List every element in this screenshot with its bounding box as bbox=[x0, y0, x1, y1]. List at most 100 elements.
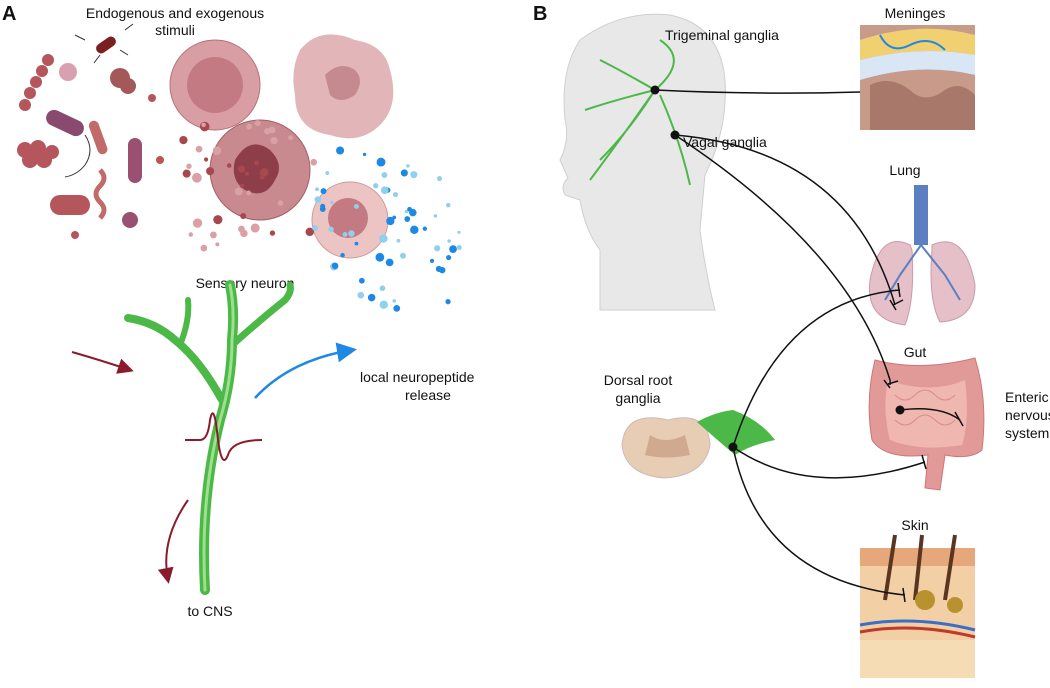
sensory-neuron-label: Sensory neuron bbox=[196, 275, 295, 291]
stimulus-particle bbox=[215, 242, 220, 247]
neuropeptide-particle bbox=[314, 196, 322, 203]
stimulus-particle bbox=[188, 232, 194, 237]
neuropeptide-particle bbox=[367, 293, 376, 302]
stimulus-particle bbox=[192, 218, 203, 228]
stimulus-particle bbox=[246, 190, 252, 196]
neuropeptide-particle bbox=[373, 183, 379, 189]
neuropeptide-particle bbox=[392, 192, 399, 198]
head-illustration bbox=[559, 13, 726, 311]
neuropeptide-particle bbox=[449, 245, 457, 253]
enteric-label-line1: Enteric bbox=[1005, 389, 1049, 405]
stimulus-arrow bbox=[71, 351, 134, 374]
neuropeptide-particle bbox=[375, 252, 385, 262]
neuropeptide-particle bbox=[400, 169, 408, 177]
enteric-label-line3: system bbox=[1005, 425, 1049, 441]
neuropeptide-particle bbox=[354, 241, 359, 246]
panel-b-letter: B bbox=[533, 3, 547, 25]
immune-cells-illustration bbox=[169, 34, 394, 259]
stimulus-particle bbox=[182, 169, 191, 178]
neuropeptide-particle bbox=[422, 226, 428, 231]
neuropeptide-particle bbox=[433, 214, 438, 218]
stimulus-particle bbox=[250, 223, 260, 233]
stimulus-particle bbox=[254, 160, 260, 166]
microbes-illustration bbox=[17, 23, 164, 239]
neuropeptide-particle bbox=[358, 277, 365, 284]
release-label-line1: local neuropeptide bbox=[360, 369, 475, 385]
neuropeptide-particle bbox=[392, 299, 396, 303]
enteric-label-line2: nervous bbox=[1005, 407, 1050, 423]
stimulus-particle bbox=[244, 171, 249, 176]
stimulus-particle bbox=[192, 172, 202, 183]
neuropeptide-particle bbox=[439, 266, 446, 274]
lung-label: Lung bbox=[889, 162, 920, 178]
neuropeptide-particle bbox=[437, 176, 443, 182]
stimulus-particle bbox=[254, 120, 261, 127]
neuropeptide-particle bbox=[407, 206, 412, 212]
stimulus-particle bbox=[270, 136, 278, 145]
neuropeptide-particle bbox=[340, 253, 345, 258]
neuropeptide-particle bbox=[336, 146, 345, 155]
gut-label: Gut bbox=[904, 344, 927, 360]
neuropeptide-particle bbox=[393, 304, 401, 312]
neuropeptide-particle bbox=[379, 300, 388, 309]
cranial-nerves bbox=[584, 39, 691, 186]
neuropeptide-particle bbox=[396, 238, 401, 243]
stimulus-particle bbox=[264, 128, 271, 135]
neuropeptide-particle bbox=[331, 262, 339, 270]
drg-label-line2: ganglia bbox=[615, 390, 660, 406]
neuropeptide-particle bbox=[325, 171, 330, 175]
neuropeptide-particle bbox=[385, 258, 394, 267]
skin-label: Skin bbox=[901, 517, 928, 533]
stimulus-particle bbox=[179, 135, 188, 145]
stimulus-particle bbox=[234, 187, 243, 196]
neuropeptide-particle bbox=[456, 244, 462, 250]
panel-a-letter: A bbox=[2, 3, 16, 25]
innervation-connectors bbox=[654, 89, 964, 603]
neuropeptide-particle bbox=[445, 299, 451, 305]
neuropeptide-particle bbox=[446, 202, 451, 208]
neuropeptide-particle bbox=[434, 245, 441, 252]
stimulus-particle bbox=[240, 229, 248, 238]
neuropeptide-particle bbox=[353, 203, 359, 209]
neuropeptide-particle bbox=[342, 231, 348, 237]
trigeminal-label: Trigeminal ganglia bbox=[665, 27, 779, 43]
stimulus-particle bbox=[195, 145, 203, 153]
neuropeptide-particle bbox=[315, 187, 319, 192]
stimulus-particle bbox=[305, 227, 315, 237]
neuropeptide-particle bbox=[320, 203, 326, 209]
stimulus-particle bbox=[277, 200, 284, 206]
neuropeptide-particle bbox=[406, 164, 410, 168]
stimulus-particle bbox=[259, 175, 265, 180]
neuropeptide-particle bbox=[379, 234, 388, 243]
stimulus-particle bbox=[260, 167, 269, 177]
stimulus-particle bbox=[237, 165, 246, 173]
release-arrow bbox=[254, 342, 357, 399]
neuropeptide-particle bbox=[410, 225, 419, 235]
neuropeptide-particle bbox=[348, 230, 355, 237]
skin-illustration bbox=[859, 534, 976, 678]
neuropeptide-particle bbox=[399, 252, 406, 259]
to-cns-arrow bbox=[157, 499, 189, 584]
stimulus-particle bbox=[200, 244, 208, 252]
stimuli-label-line1: Endogenous and exogenous bbox=[86, 5, 264, 21]
stimulus-particle bbox=[212, 146, 222, 155]
drg-label-line1: Dorsal root bbox=[604, 372, 673, 388]
neuropeptide-particle bbox=[312, 225, 318, 231]
lung-illustration bbox=[868, 185, 976, 326]
stimuli-label-line2: stimuli bbox=[155, 22, 195, 38]
release-label-line2: release bbox=[405, 387, 451, 403]
neuropeptide-particle bbox=[457, 230, 461, 234]
stimulus-particle bbox=[310, 158, 318, 166]
stimulus-particle bbox=[209, 231, 217, 239]
neuropeptide-particle bbox=[404, 209, 409, 214]
stimulus-particle bbox=[213, 215, 223, 225]
stimulus-particle bbox=[206, 167, 215, 176]
neuropeptide-particle bbox=[330, 200, 334, 205]
neuropeptide-particle bbox=[380, 186, 389, 195]
neuropeptide-particle bbox=[328, 226, 334, 233]
neuropeptide-particle bbox=[362, 152, 367, 157]
neuropeptide-particle bbox=[381, 172, 388, 179]
stimulus-particle bbox=[186, 163, 192, 169]
